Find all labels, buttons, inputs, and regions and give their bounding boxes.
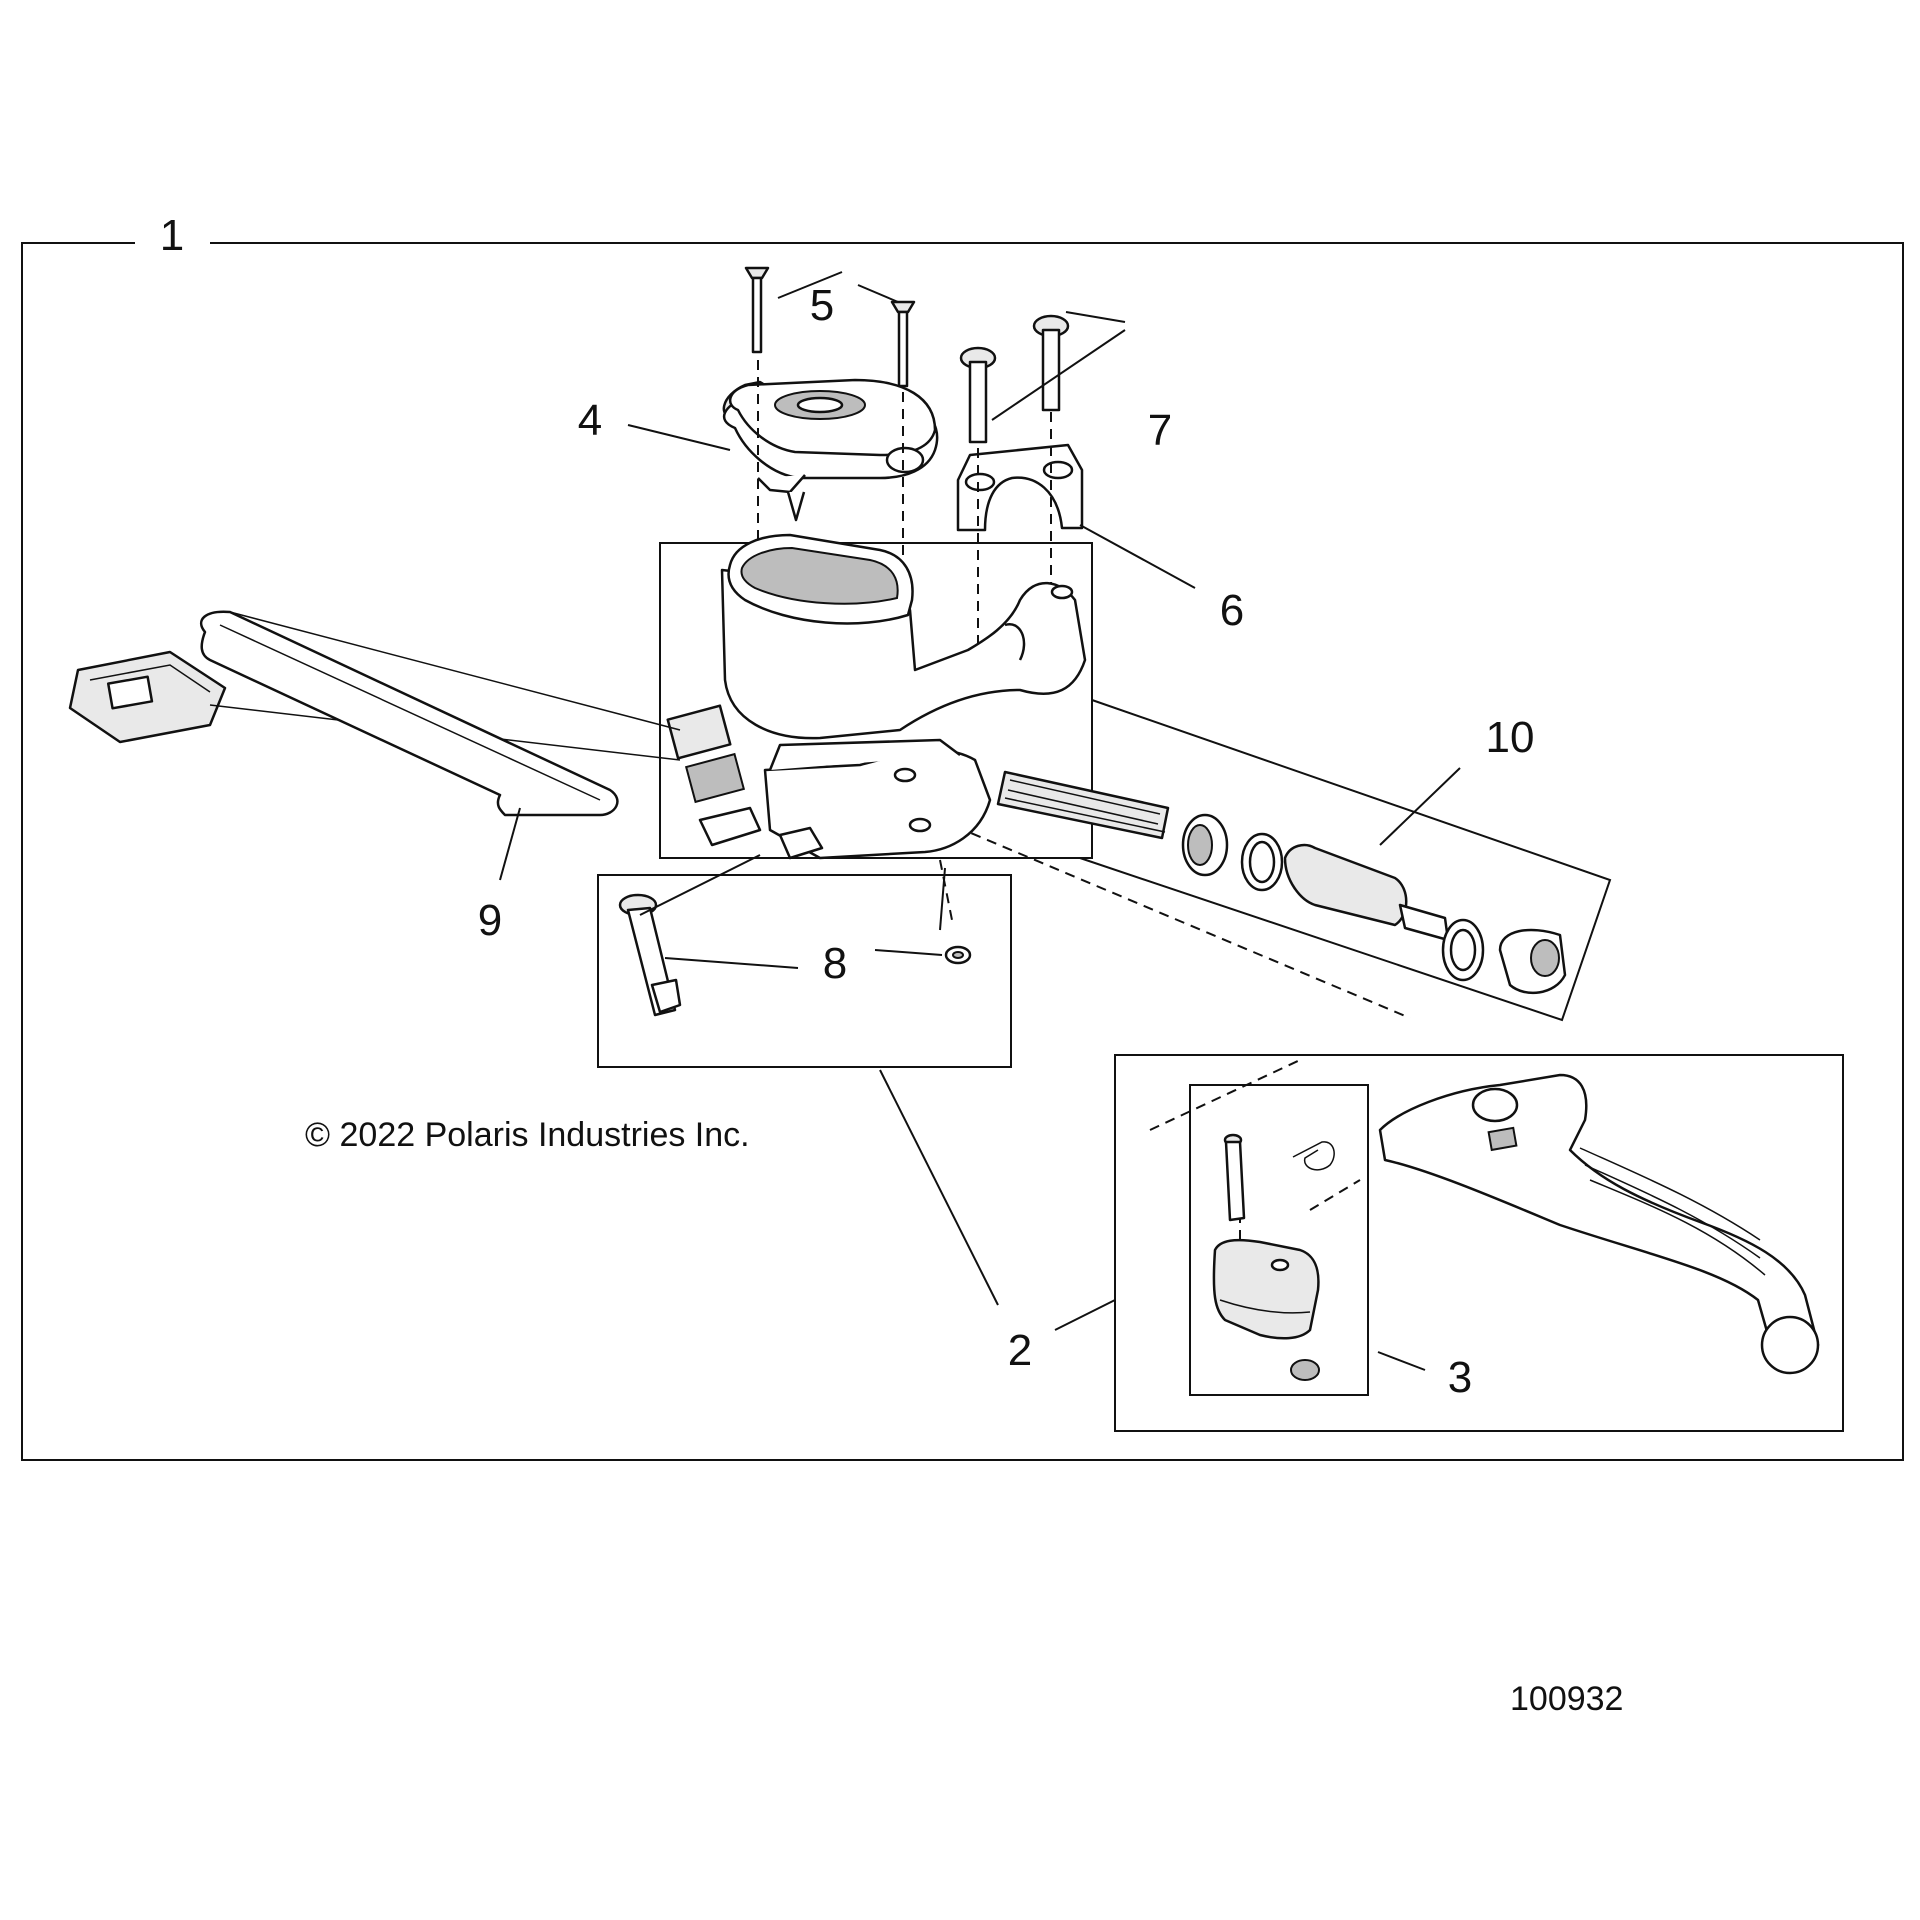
brake-light-switch — [666, 704, 824, 860]
callout-2: 2 — [1008, 1326, 1032, 1375]
callout-7: 7 — [1148, 406, 1172, 455]
callout-4: 4 — [578, 396, 602, 445]
callout-9: 9 — [478, 896, 502, 945]
cover-screw-right — [890, 300, 916, 388]
lever-pivot-pin — [1223, 1133, 1246, 1222]
clamp-screw-right — [1032, 314, 1070, 412]
callout-5: 5 — [810, 281, 834, 330]
pin-clip — [944, 945, 972, 965]
lever-pivot-box — [1189, 1084, 1369, 1396]
callout-6: 6 — [1220, 586, 1244, 635]
callout-8: 8 — [823, 939, 847, 988]
assembly-frame — [21, 242, 1904, 1461]
lever-adjuster-block — [1212, 1238, 1320, 1340]
brake-switch-harness — [68, 610, 681, 817]
piston-kit — [996, 770, 1567, 995]
handlebar-clamp — [956, 443, 1084, 532]
callout-10: 10 — [1486, 713, 1535, 762]
reservoir-cover — [722, 378, 939, 522]
piston-kit-box — [1079, 699, 1612, 1022]
clamp-screw-left — [959, 346, 997, 444]
lever-washer — [1290, 1359, 1320, 1381]
callout-3: 3 — [1448, 1353, 1472, 1402]
lever-box — [1114, 1054, 1844, 1432]
callout-1: 1 — [160, 211, 184, 260]
pivot-pin — [618, 893, 682, 1017]
cover-screw-left — [744, 266, 770, 354]
brake-lever — [1378, 1073, 1820, 1375]
master-cylinder-housing — [720, 533, 1087, 860]
figure-id: 100932 — [1510, 1680, 1623, 1718]
lever-spring — [1292, 1141, 1335, 1171]
copyright-notice: © 2022 Polaris Industries Inc. — [305, 1116, 750, 1154]
pin-kit-box — [597, 874, 1012, 1068]
